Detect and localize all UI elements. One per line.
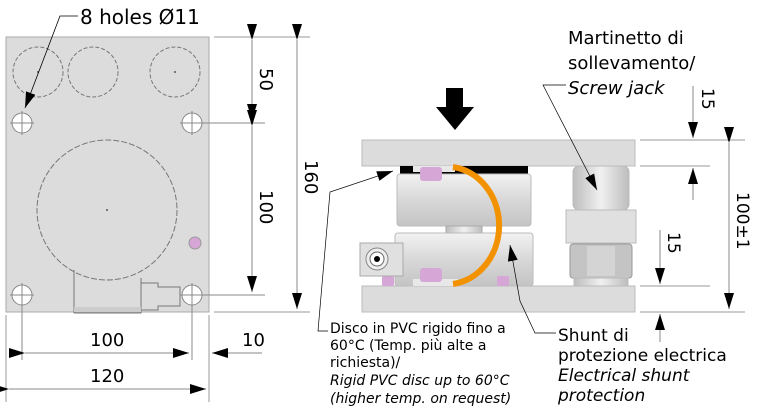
dim-100-vertical: 100: [255, 190, 276, 224]
pvc-label-line: 60°C (Temp. più alte a: [330, 338, 486, 354]
load-cell-outline: [36, 139, 178, 281]
screw-jack-label-en: Screw jack: [568, 78, 666, 99]
bottom-plate: [361, 285, 636, 313]
pvc-label-line-en: Rigid PVC disc up to 60°C: [330, 373, 510, 389]
dim-160: 160: [300, 160, 321, 194]
shunt-label-line: protezione electrica: [558, 346, 727, 366]
bolt-head: [497, 276, 509, 286]
dim-50: 50: [255, 68, 276, 91]
pvc-label-line-en: (higher temp. on request): [330, 391, 511, 407]
dim-100-horizontal: 100: [90, 330, 124, 351]
screw-jack-top: [572, 165, 630, 211]
center-mark: [174, 71, 176, 73]
dim-15-bottom: 15: [663, 232, 683, 254]
bolt-head: [188, 236, 202, 250]
hidden-circle: [12, 46, 64, 98]
mounting-hole: [10, 111, 34, 135]
hidden-circle: [67, 46, 119, 98]
holes-leader: [24, 15, 78, 109]
bolt-head: [420, 268, 442, 282]
pvc-label-line: Disco in PVC rigido fino a: [330, 321, 506, 337]
dim-100pm1: 100±1: [732, 192, 752, 250]
pvc-label-line: richiesta)/: [330, 355, 401, 371]
hidden-circle: [149, 46, 201, 98]
bolt-head: [420, 167, 442, 181]
base-plate: [5, 36, 210, 313]
dim-120: 120: [90, 366, 124, 387]
load-arrow-icon: [436, 88, 474, 130]
mounting-hole: [180, 283, 265, 360]
dim-15-top: 15: [697, 88, 717, 110]
connector-outline: [73, 270, 181, 314]
pvc-disc-leader: [317, 170, 394, 332]
screw-jack-nut: [565, 209, 637, 244]
holes-label: 8 holes Ø11: [80, 5, 200, 29]
side-view: Martinetto di sollevamento/ Screw jack D…: [317, 28, 752, 407]
load-cell-upper: [396, 173, 532, 227]
center-mark: [106, 209, 108, 211]
mounting-hole: [10, 283, 34, 360]
shunt-label-line: Shunt di: [558, 326, 629, 346]
dim-10: 10: [242, 330, 265, 351]
screw-jack-label-it2: sollevamento/: [568, 53, 696, 74]
shunt-leader: [507, 244, 556, 334]
top-plate: [361, 139, 636, 167]
top-view: 8 holes Ø11 50 100 160 100 10 120: [0, 5, 321, 402]
screw-jack-leader: [542, 84, 598, 191]
shunt-label-line-en: protection: [557, 386, 645, 406]
bolt-head: [382, 276, 394, 286]
screw-jack-label-it: Martinetto di: [568, 28, 684, 49]
shunt-label-line-en: Electrical shunt: [558, 366, 691, 386]
electrical-shunt: [452, 164, 503, 287]
